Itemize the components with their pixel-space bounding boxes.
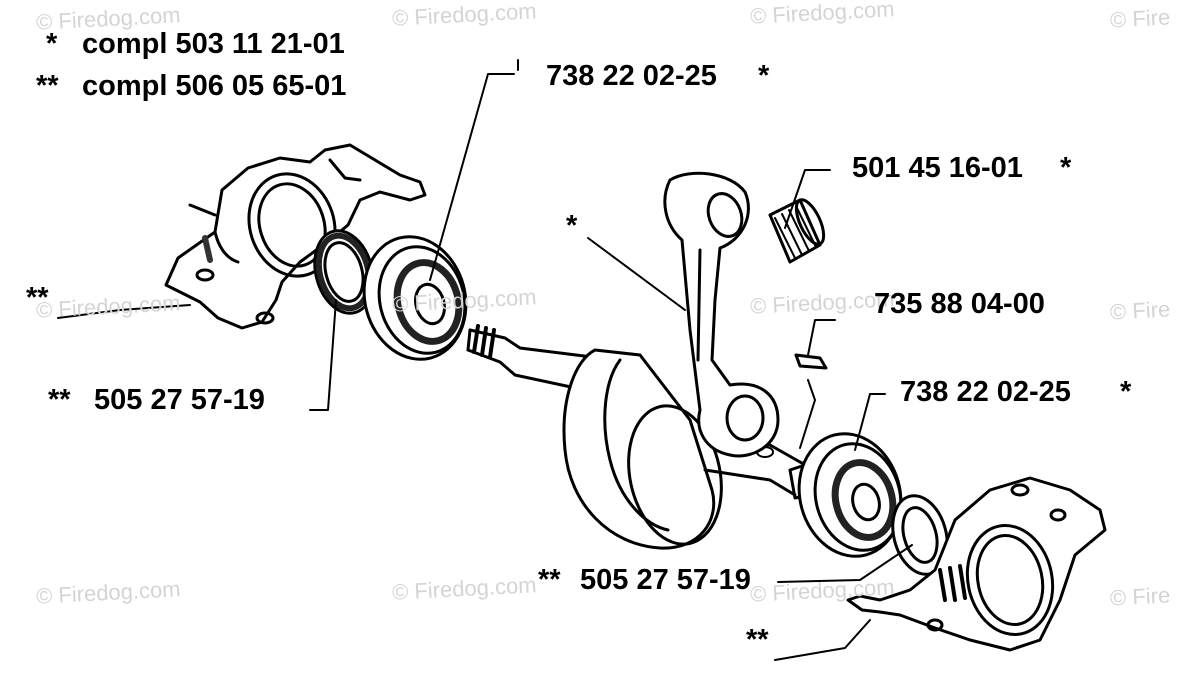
part-number-seal-left: 505 27 57-19: [94, 384, 265, 416]
part-marker-needle-bearing: *: [1060, 152, 1072, 184]
leader-seal-right: [777, 544, 913, 583]
part-number-needle-bearing: 501 45 16-01: [852, 152, 1023, 184]
legend-single-star-marker: *: [46, 28, 58, 60]
part-marker-bearing-right: *: [1120, 376, 1132, 408]
leader-key-2: [799, 379, 816, 449]
leader-needle-bearing: [784, 169, 831, 229]
connecting-rod: [663, 171, 780, 458]
part-marker-crank: *: [566, 210, 578, 242]
part-number-key: 735 88 04-00: [874, 288, 1045, 320]
right-ball-bearing: [797, 432, 903, 558]
leader-lines: [57, 59, 913, 661]
leader-housing-right: [774, 619, 871, 661]
leader-bearing-right: [854, 393, 886, 451]
part-marker-seal-left: **: [48, 384, 71, 416]
needle-bearing: [768, 198, 826, 264]
right-crankcase-housing: [846, 476, 1107, 652]
legend-double-star-text: compl 506 05 65-01: [82, 70, 347, 102]
part-marker-seal-right: **: [538, 564, 561, 596]
part-marker-housing-right: **: [746, 624, 769, 656]
part-marker-bearing-top: *: [758, 60, 770, 92]
part-marker-housing-left: **: [26, 282, 49, 314]
leader-bearing-top: [429, 59, 519, 281]
part-number-bearing-top: 738 22 02-25: [546, 60, 717, 92]
leader-crank: [587, 237, 686, 311]
legend-single-star-text: compl 503 11 21-01: [82, 28, 345, 60]
left-ball-bearing: [362, 235, 468, 361]
leader-key: [807, 319, 836, 356]
right-seal-ring: [891, 494, 949, 576]
leader-seal-left: [309, 299, 337, 411]
legend-double-star-marker: **: [36, 70, 59, 102]
woodruff-key: [794, 353, 828, 370]
part-number-bearing-right: 738 22 02-25: [900, 376, 1071, 408]
watermark: © Fire: [1109, 582, 1171, 611]
leader-housing-left: [57, 304, 191, 319]
left-crankcase-housing: [164, 143, 427, 330]
part-number-seal-right: 505 27 57-19: [580, 564, 751, 596]
watermark: © Fire: [1109, 296, 1171, 325]
watermark: © Fire: [1109, 4, 1171, 33]
